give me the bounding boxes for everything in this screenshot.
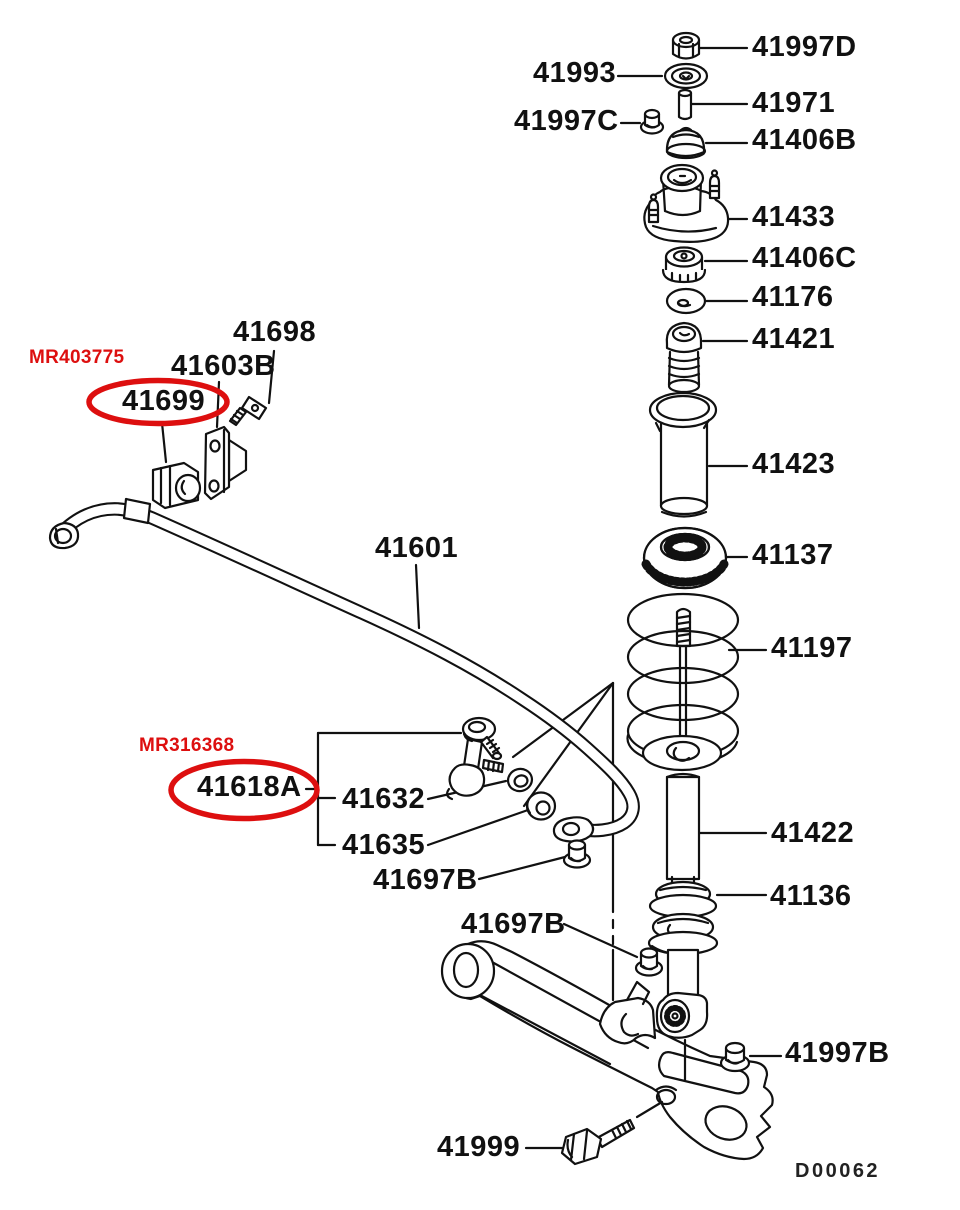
part-label-41406c: 41406C [752,242,857,274]
part-label-41421: 41421 [752,323,836,355]
leader-41698 [267,349,276,405]
part-label-41176: 41176 [752,281,834,313]
part-label-41997c: 41997C [514,105,619,137]
part-label-41993: 41993 [533,57,617,89]
part-drawing-41603b-bracket [203,425,248,501]
part-label-41697b-low: 41697B [461,908,566,940]
part-drawing-41433-strut-mount [643,163,730,243]
part-label-41136: 41136 [770,880,852,912]
part-label-41618a: 41618A [197,771,302,803]
part-drawing-41423-dust-cover [648,391,718,518]
part-label-41422: 41422 [771,817,855,849]
part-drawing-41993-washer [663,62,709,90]
part-drawing-arm-bracket [598,980,687,1082]
oem-ref-mr403775: MR403775 [29,347,125,368]
part-label-41632: 41632 [342,783,426,815]
part-drawing-41698-bolt [228,395,268,427]
highlight-circle-41699 [86,377,230,427]
arm-eyelet [440,942,496,1000]
part-label-41433: 41433 [752,201,836,233]
part-label-41601: 41601 [375,532,459,564]
part-drawing-41697b-low-nut [634,947,664,977]
part-drawing-41618a-link [445,716,505,801]
part-drawing-41176-washer [665,287,707,315]
part-label-41406b: 41406B [752,124,857,156]
part-label-41699: 41699 [122,385,206,417]
part-label-41997b-right: 41997B [785,1037,890,1069]
part-label-41197: 41197 [771,632,853,664]
leader-41601 [414,563,421,630]
part-label-41698: 41698 [233,316,317,348]
part-drawing-lower-arm [440,940,774,1161]
diagram-code: D00062 [795,1160,881,1182]
leader-41697b-mid [477,855,567,881]
part-label-41635: 41635 [342,829,426,861]
leader-lines [160,46,783,1150]
part-drawing-41997b-right-nut [719,1041,751,1073]
arm-slot [657,1051,750,1095]
part-label-41997d: 41997D [752,31,857,63]
part-label-41697b-mid: 41697B [373,864,478,896]
part-drawing-41601-stabilizer-bar [48,497,640,843]
bar-collar [122,497,152,525]
part-drawing-41997c-nut [639,108,665,135]
oem-ref-mr316368: MR316368 [139,735,235,756]
part-drawing-41197-coil-spring [626,592,740,772]
leader-41635 [426,808,530,847]
part-label-41603b: 41603B [171,350,276,382]
part-drawing-41406b-cap [665,126,707,160]
part-drawing-41137-spring-seat [641,526,729,590]
bar-right-eyelet [552,816,595,843]
leader-41999-tip [635,1100,664,1119]
leader-41699 [160,421,168,464]
part-label-41137: 41137 [752,539,834,571]
part-drawing-41999-bolt [560,1100,664,1166]
arm-big-hole [704,1105,748,1141]
part-drawing-41632-oring [506,767,534,793]
highlight-circle-41618a [168,758,320,822]
part-drawing-41421-bump-stop [665,321,703,394]
part-drawing-41697b-mid-nut [562,839,592,869]
part-drawing-41699-bushing [151,461,202,510]
part-drawing-41635-bushing [525,791,557,821]
part-label-41423: 41423 [752,448,836,480]
highlight-circles [86,377,320,822]
part-drawing-41422-shock-absorber [665,772,701,881]
part-drawing-41997d-nut [671,31,701,60]
part-label-41971: 41971 [752,87,836,119]
part-label-41999: 41999 [437,1131,521,1163]
part-drawing-41406c-bushing [661,246,707,284]
leader-41697b-low [562,922,639,959]
arm-small-hole [655,1088,677,1106]
part-drawing-41422-lower-body [655,948,709,1039]
part-drawing-41971-pin [677,88,693,121]
part-drawing-41136-pads [647,875,719,956]
